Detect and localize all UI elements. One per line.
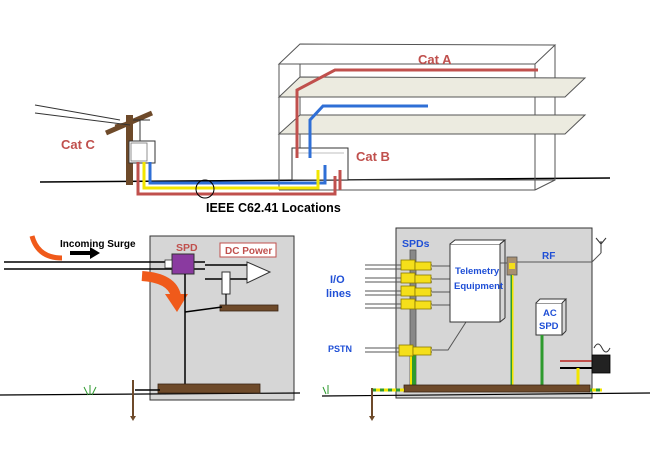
amplifier-icon — [246, 261, 272, 284]
blue-wire — [308, 104, 428, 158]
spd-label: SPD — [176, 242, 198, 254]
location-marker — [195, 179, 215, 199]
antenna-icon — [595, 237, 607, 253]
bottom-right-scene: SPDs I/O lines PSTN — [321, 227, 650, 421]
spd-module — [400, 285, 416, 297]
ground-line-right — [321, 392, 650, 397]
spd-module — [400, 298, 416, 310]
ac-spd-label-1: AC — [543, 308, 557, 319]
ac-spd-box — [535, 302, 563, 336]
dc-power-label: DC Power — [225, 246, 272, 257]
io-lines-label-2: lines — [326, 288, 351, 300]
divert-arrow-icon — [141, 271, 181, 298]
resistor-icon — [221, 271, 231, 295]
rf-label: RF — [542, 251, 555, 262]
caption: IEEE C62.41 Locations — [206, 201, 341, 215]
building — [277, 43, 587, 191]
ac-sine-icon — [593, 343, 611, 353]
spd-module — [398, 344, 414, 357]
ground-bar-lower — [157, 383, 261, 394]
bottom-left-scene: Incoming Surge SPD DC Power — [0, 235, 301, 421]
ac-meter — [591, 354, 611, 374]
utility-pole — [34, 104, 156, 185]
floor-2 — [277, 114, 587, 135]
spd-modules — [398, 259, 432, 357]
grass-icon — [322, 385, 329, 395]
red-wire-cat-a — [295, 68, 538, 158]
blue-wire-service — [148, 162, 327, 185]
red-wire-service — [136, 162, 337, 196]
io-lines-label-1: I/O — [330, 274, 345, 286]
spd-device — [171, 253, 195, 275]
cat-a-label: Cat A — [418, 52, 452, 67]
incoming-surge-label: Incoming Surge — [60, 239, 136, 250]
spd-module — [400, 272, 416, 284]
cat-b-label: Cat B — [356, 149, 390, 164]
cat-c-label: Cat C — [61, 137, 96, 152]
grass-icon — [83, 385, 97, 396]
telemetry-label-2: Equipment — [454, 281, 504, 292]
top-building-scene: Cat A Cat B Cat C IEEE C62.41 Locations — [34, 43, 611, 215]
floor-1 — [277, 76, 587, 98]
surge-waveform-icon — [29, 235, 63, 261]
spds-label: SPDs — [402, 238, 430, 250]
ground-bar-upper — [219, 304, 279, 312]
dc-power-label-box — [219, 242, 277, 258]
telemetry-label-1: Telemetry — [455, 266, 500, 277]
surge-arrow-icon — [70, 247, 100, 259]
master-ground-bar — [403, 384, 591, 393]
yellow-wire — [142, 162, 320, 190]
spd-module — [400, 259, 416, 271]
pstn-label: PSTN — [328, 344, 352, 354]
ac-spd-label-2: SPD — [539, 321, 559, 332]
